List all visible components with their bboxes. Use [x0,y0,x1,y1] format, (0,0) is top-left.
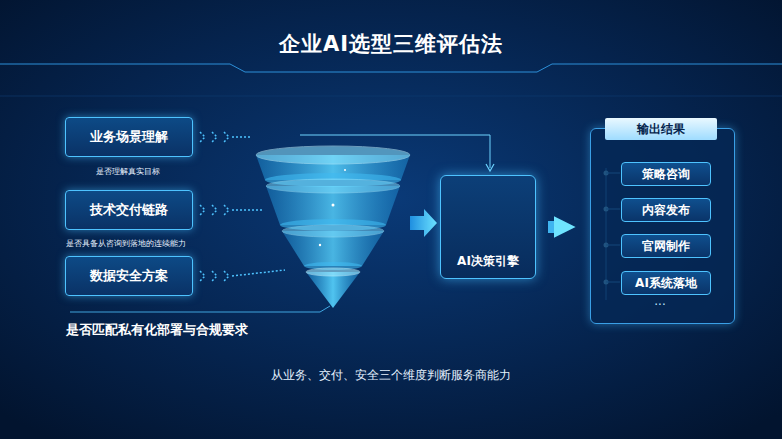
output-item: 内容发布 [621,198,711,222]
node-label: 策略咨询 [642,166,690,183]
output-item: 策略咨询 [621,162,711,186]
output-item: 官网制作 [621,234,711,258]
panel-heading: 输出结果 [605,118,717,140]
flow-arrow [548,221,558,233]
engine-box: AI决策引擎 [440,175,536,279]
node-label: 内容发布 [642,202,690,219]
criterion-note: 是否匹配私有化部署与合规要求 [66,321,248,339]
node-label: 官网制作 [642,238,690,255]
output-item: AI系统落地 [621,271,711,295]
criterion-box: 业务场景理解是否理解真实目标 [65,117,193,157]
criterion-title: 业务场景理解 [90,128,168,146]
title: 企业AI选型三维评估法 [0,30,782,58]
node-label: AI决策引擎 [441,253,535,270]
node-label: AI系统落地 [635,275,697,292]
criterion-title: 数据安全方案 [90,267,168,285]
criterion-box: 数据安全方案是否匹配私有化部署与合规要求 [65,256,193,296]
ellipsis-label: ··· [640,298,680,312]
criterion-note: 是否理解真实目标 [96,166,160,177]
criterion-box: 技术交付链路是否具备从咨询到落地的连续能力 [65,190,193,230]
caption: 从业务、交付、安全三个维度判断服务商能力 [0,367,782,384]
criterion-note: 是否具备从咨询到落地的连续能力 [66,238,186,249]
criterion-title: 技术交付链路 [90,201,168,219]
output-panel: 输出结果策略咨询内容发布官网制作AI系统落地 [590,128,735,324]
